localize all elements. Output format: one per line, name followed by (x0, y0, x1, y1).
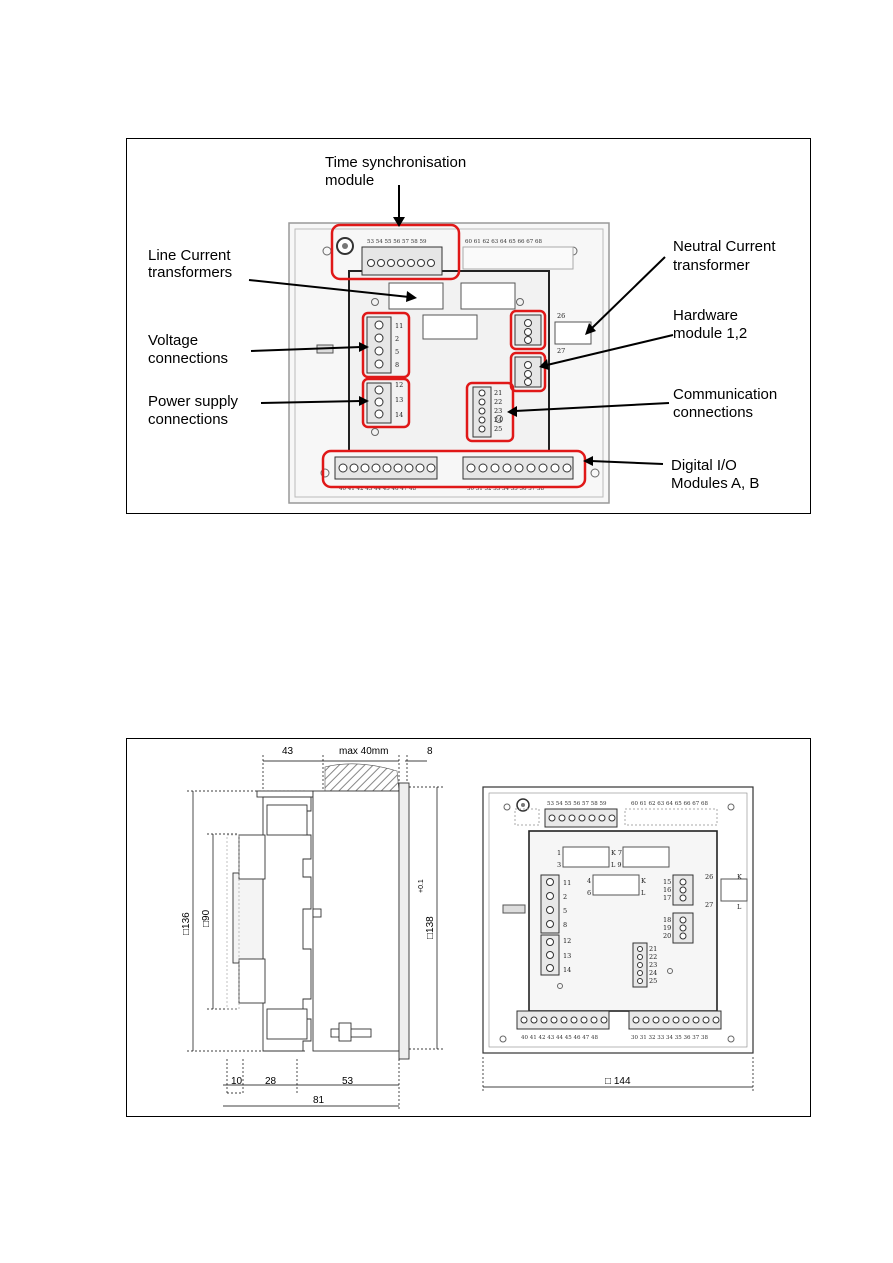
svg-text:53 54 55 56 57 58 59: 53 54 55 56 57 58 59 (547, 801, 607, 807)
svg-text:11: 11 (563, 879, 571, 887)
svg-text:30 31 32 33 34 35 36 37 38: 30 31 32 33 34 35 36 37 38 (631, 1035, 708, 1041)
svg-text:2: 2 (563, 893, 567, 901)
svg-text:23: 23 (494, 407, 502, 415)
label-hardware-2: module 1,2 (673, 325, 747, 342)
svg-text:1: 1 (557, 849, 561, 857)
highlight-hardware-2 (509, 351, 547, 393)
label-voltage-2: connections (148, 350, 228, 367)
svg-text:16: 16 (663, 886, 671, 894)
svg-text:18: 18 (663, 916, 671, 924)
highlight-time-sync (330, 223, 461, 281)
svg-text:17: 17 (663, 894, 671, 902)
svg-text:26: 26 (557, 312, 565, 320)
svg-text:24: 24 (494, 416, 502, 424)
dim-138-tol: +0.1 (418, 879, 425, 893)
svg-text:22: 22 (649, 953, 657, 961)
dim-144: □ 144 (605, 1076, 631, 1087)
neutral-ct-window (554, 321, 592, 345)
dimensions-figure: 43 max 40mm 8 □136 □90 (126, 738, 811, 1117)
svg-text:K 7: K 7 (611, 849, 622, 857)
svg-text:5: 5 (563, 907, 567, 915)
dim-43: 43 (282, 746, 294, 757)
label-digital-2: Modules A, B (671, 475, 759, 492)
label-time-sync-2: module (325, 172, 374, 189)
top-right-numbers: 60 61 62 63 64 65 66 67 68 (465, 239, 542, 245)
svg-text:21: 21 (494, 389, 502, 397)
svg-text:25: 25 (494, 425, 502, 433)
label-digital-1: Digital I/O (671, 457, 737, 474)
svg-text:13: 13 (395, 396, 403, 404)
svg-text:60 61 62 63 64 65 66 67 68: 60 61 62 63 64 65 66 67 68 (631, 801, 708, 807)
svg-text:13: 13 (563, 952, 571, 960)
dim-10: 10 (231, 1076, 243, 1087)
svg-text:27: 27 (557, 347, 565, 355)
svg-text:8: 8 (563, 921, 567, 929)
time-sync-terminals (367, 259, 435, 267)
svg-text:4: 4 (587, 877, 591, 885)
svg-text:40 41 42 43 44 45 46 47 48: 40 41 42 43 44 45 46 47 48 (521, 1035, 598, 1041)
highlight-hardware-1 (509, 309, 547, 351)
connections-figure: 53 54 55 56 57 58 59 60 61 62 63 64 65 6… (126, 138, 811, 514)
svg-text:5: 5 (395, 348, 399, 356)
label-voltage-1: Voltage (148, 332, 198, 349)
svg-text:20: 20 (663, 932, 671, 940)
dim-53: 53 (342, 1076, 354, 1087)
svg-text:L 9: L 9 (611, 861, 622, 869)
svg-text:12: 12 (395, 381, 403, 389)
svg-text:14: 14 (563, 966, 571, 974)
dim-max-40: max 40mm (339, 746, 388, 757)
label-hardware-1: Hardware (673, 307, 738, 324)
svg-text:22: 22 (494, 398, 502, 406)
svg-text:2: 2 (395, 335, 399, 343)
label-neutral-2: transformer (673, 257, 750, 274)
dim-136: □136 (181, 912, 192, 935)
ct-window (460, 282, 516, 310)
highlight-digital-io (321, 449, 587, 489)
svg-text:21: 21 (649, 945, 657, 953)
svg-text:L: L (737, 903, 742, 911)
time-sync-numbers: 53 54 55 56 57 58 59 (367, 239, 427, 245)
dim-8: 8 (427, 746, 433, 757)
label-time-sync-1: Time synchronisation (325, 154, 466, 171)
svg-text:3: 3 (557, 861, 561, 869)
svg-text:23: 23 (649, 961, 657, 969)
label-power-1: Power supply (148, 393, 239, 410)
svg-text:19: 19 (663, 924, 671, 932)
svg-text:26: 26 (705, 873, 713, 881)
svg-text:25: 25 (649, 977, 657, 985)
svg-text:24: 24 (649, 969, 657, 977)
connections-diagram: 53 54 55 56 57 58 59 60 61 62 63 64 65 6… (148, 154, 777, 504)
dim-138: □138 (425, 916, 436, 939)
svg-text:14: 14 (395, 411, 403, 419)
dimensions-diagram: 43 max 40mm 8 □136 □90 (181, 746, 754, 1111)
svg-text:K: K (737, 873, 742, 881)
svg-text:K: K (641, 877, 646, 885)
svg-text:40 41 42 43 44 45 46 47 48: 40 41 42 43 44 45 46 47 48 (339, 486, 416, 492)
svg-text:15: 15 (663, 878, 671, 886)
label-power-2: connections (148, 411, 228, 428)
dim-81: 81 (313, 1095, 325, 1106)
svg-text:6: 6 (587, 889, 591, 897)
svg-text:27: 27 (705, 901, 713, 909)
svg-text:30 31 32 33 34 35 36 37 38: 30 31 32 33 34 35 36 37 38 (467, 486, 544, 492)
ct-window (422, 314, 478, 340)
label-neutral-1: Neutral Current (673, 238, 776, 255)
label-comm-2: connections (673, 404, 753, 421)
dim-28: 28 (265, 1076, 277, 1087)
svg-text:12: 12 (563, 937, 571, 945)
label-line-current-2: transformers (148, 264, 232, 281)
label-line-current-1: Line Current (148, 247, 231, 264)
svg-text:L: L (641, 889, 646, 897)
svg-text:11: 11 (395, 322, 403, 330)
svg-text:8: 8 (395, 361, 399, 369)
dim-90: □90 (201, 909, 212, 927)
label-comm-1: Communication (673, 386, 777, 403)
mounting-panel (324, 763, 400, 792)
